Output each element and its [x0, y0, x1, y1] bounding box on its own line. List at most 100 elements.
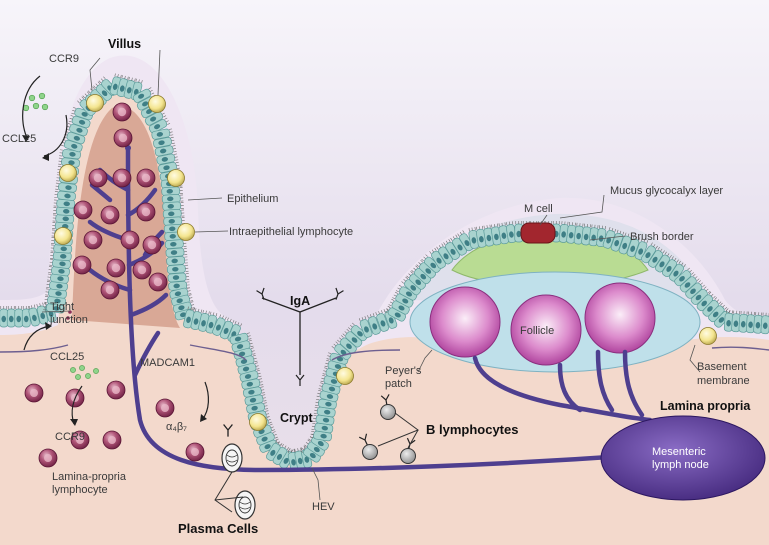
dome-epithelial-cell: [401, 276, 421, 296]
intraepithelial-lymphocyte-cell: [177, 223, 195, 241]
dome-epithelial-cell: [662, 256, 679, 278]
intraepithelial-lymphocyte-cell: [148, 95, 166, 113]
epithelial-cell: [49, 258, 71, 269]
label-crypt: Crypt: [280, 411, 313, 425]
labels: Villus CCR9 CCL25 Epithelium Intraepithe…: [2, 37, 751, 536]
epithelial-cell: [6, 306, 16, 328]
villus-lymphocytes: [72, 102, 168, 300]
label-villus: Villus: [108, 37, 141, 51]
epithelial-cell: [59, 149, 81, 160]
label-leaders: [41, 49, 701, 501]
epithelial-cell: [231, 339, 254, 353]
epithelial-cell: [14, 306, 24, 328]
epithelial-cell: [212, 314, 227, 336]
follicle-center: [510, 294, 582, 366]
label-iga: IgA: [290, 294, 310, 308]
epithelial-cell: [246, 402, 269, 414]
epithelial-cell: [166, 256, 188, 266]
epithelial-cell: [55, 182, 77, 193]
epithelial-cell: [272, 444, 290, 466]
epithelial-cell: [154, 145, 177, 157]
label-lamina-propria: Lamina propria: [660, 399, 751, 413]
epithelial-cell: [153, 136, 175, 149]
m-cell: [520, 222, 556, 244]
antibody-icon: [256, 287, 265, 300]
label-m-cell: M cell: [524, 203, 553, 215]
epithelial-cell: [21, 306, 31, 328]
epithelial-cell: [310, 430, 333, 442]
label-lamina-lymph-2: lymphocyte: [52, 484, 108, 496]
dome-epithelial-cell: [443, 239, 460, 260]
epithelial-cell: [166, 264, 189, 274]
epithelial-cell: [36, 302, 49, 325]
label-mesenteric-2: lymph node: [652, 459, 709, 471]
label-lamina-lymph-1: Lamina-propria: [52, 471, 127, 483]
label-mucus: Mucus glycocalyx layer: [610, 185, 723, 197]
dome-epithelial-cell: [392, 291, 414, 308]
epithelial-cell: [151, 128, 174, 140]
lamina-propria-lymphocytes: [24, 310, 205, 468]
epithelial-cell: [244, 394, 267, 406]
chemokine-dots: [22, 92, 99, 380]
label-intraepithelial: Intraepithelial lymphocyte: [229, 226, 353, 238]
intraepithelial-lymphocytes: [54, 94, 717, 431]
label-ccl25-top: CCL25: [2, 133, 36, 145]
dome-epithelial-cell: [655, 251, 672, 273]
dome-epithelial-cell: [634, 238, 649, 260]
epithelial-cell: [312, 414, 335, 426]
intraepithelial-lymphocyte-cell: [336, 367, 354, 385]
antibody-icon: [358, 433, 369, 446]
epithelial-cell: [144, 110, 167, 126]
dome-epithelial-cell: [708, 302, 728, 323]
epithelial-cell: [331, 341, 352, 360]
dome-epithelial-cell: [745, 311, 756, 334]
epithelial-cell: [156, 153, 179, 165]
label-ccr9-bottom: CCR9: [55, 431, 85, 443]
label-basement-1: Basement: [697, 361, 747, 373]
label-ccl25-bottom: CCL25: [50, 351, 84, 363]
dome-epithelial-cell: [581, 223, 592, 246]
b-lymphocytes-leaders: [377, 412, 420, 449]
lymphatic-vessels: [87, 147, 653, 473]
dome-epithelial-cell: [429, 247, 446, 269]
dome-epithelial-cell: [731, 310, 741, 333]
intraepithelial-lymphocyte-cell: [86, 94, 104, 112]
label-basement-2: membrane: [697, 375, 750, 387]
label-follicle: Follicle: [520, 325, 554, 337]
label-hev: HEV: [312, 501, 335, 513]
intraepithelial-lymphocyte-cell: [54, 227, 72, 245]
mesenteric-lymph-node: [600, 415, 766, 501]
label-alpha-beta: α₄β₇: [166, 421, 187, 433]
epithelial-cell: [239, 369, 262, 383]
epithelial-cell: [148, 117, 171, 134]
label-epithelium: Epithelium: [227, 193, 278, 205]
epithelial-cell: [167, 272, 190, 283]
epithelial-cell: [358, 316, 373, 338]
dome-epithelial-cell: [395, 284, 418, 301]
label-peyers-1: Peyer's: [385, 365, 422, 377]
epithelial-cell: [68, 115, 91, 129]
label-brush-border: Brush border: [630, 231, 694, 243]
antibody-icon: [335, 287, 344, 300]
dome-epithelial-cell: [498, 222, 510, 245]
antibody-icon: [295, 374, 305, 386]
label-mesenteric-1: Mesenteric: [652, 446, 706, 458]
intraepithelial-lymphocyte-cell: [249, 413, 267, 431]
follicle-left: [429, 286, 501, 358]
label-b-lymphocytes: B lymphocytes: [426, 422, 518, 437]
dome-epithelial-cell: [384, 305, 406, 322]
lamina-propria-region: [0, 93, 769, 545]
intraepithelial-lymphocyte-cell: [59, 164, 77, 182]
epithelial-cell: [0, 306, 9, 328]
epithelial-cell: [161, 194, 184, 204]
epithelial-cell: [348, 322, 368, 342]
dome-epithelial-cell: [388, 298, 410, 315]
epithelial-cell: [162, 201, 184, 211]
basement-membrane: [0, 344, 769, 361]
epithelial-cell: [313, 406, 336, 418]
epithelial-cell: [66, 123, 88, 137]
epithelial-cell: [304, 439, 325, 457]
antibody-icon: [223, 424, 233, 437]
